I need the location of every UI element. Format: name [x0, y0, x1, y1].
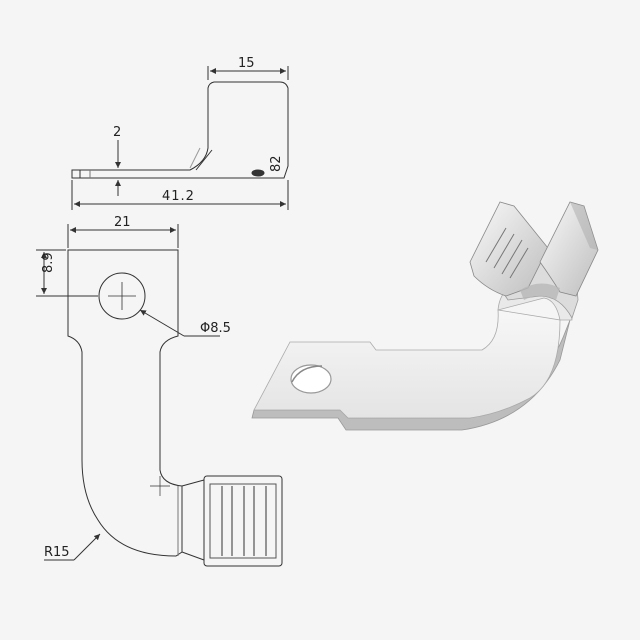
dim-hole-offset: 8.9	[41, 252, 56, 273]
dim-thickness: 2	[113, 125, 121, 140]
front-view	[36, 224, 283, 567]
dim-total-length: 41.2	[162, 189, 195, 204]
front-view-outline	[67, 249, 183, 557]
side-view	[71, 66, 289, 210]
crimp-barrel	[203, 475, 283, 567]
dim-top-width: 15	[238, 56, 255, 71]
hole-3d	[290, 364, 332, 394]
dim-hole-diameter: Φ8.5	[200, 321, 231, 336]
mounting-hole	[98, 272, 146, 320]
side-view-tab	[71, 81, 289, 179]
crimp-wing-left	[469, 201, 549, 297]
dim-bend-radius: R15	[44, 545, 70, 560]
dim-lug-width: 21	[114, 215, 131, 230]
lug-3d	[253, 309, 561, 419]
dim-side-mark: 82	[269, 155, 284, 172]
terminal-3d-render	[251, 201, 599, 431]
